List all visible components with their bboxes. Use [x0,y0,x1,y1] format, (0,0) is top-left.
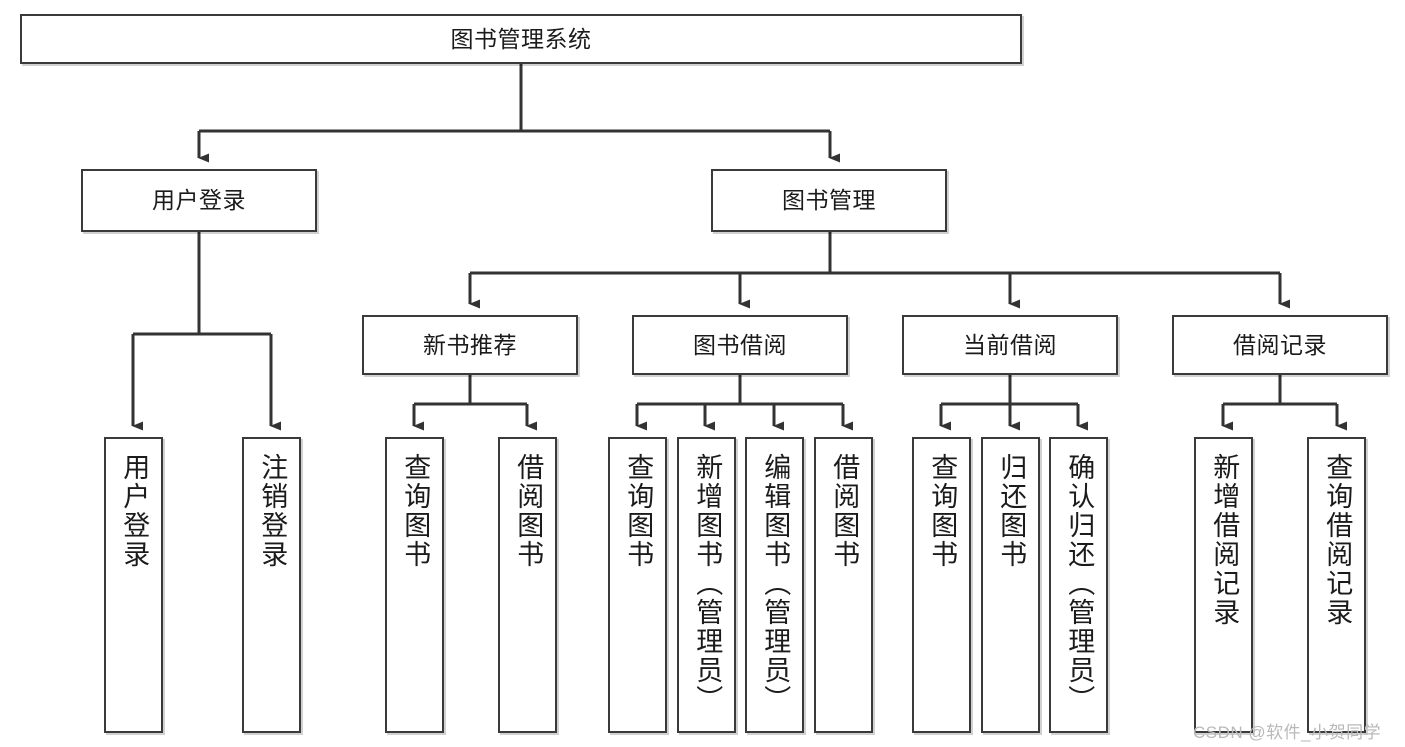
leaf-user-login-logout-label: 注销登录 [257,453,288,569]
csdn-watermark: CSDN @软件_小贺同学 [1193,723,1382,742]
leaf-book-borrow-borrow-label: 借阅图书 [829,453,860,569]
node-book-management[interactable]: 图书管理 [711,169,947,232]
node-root-label: 图书管理系统 [450,25,592,52]
leaf-book-borrow-edit-label: 编辑图书（管理员） [760,453,791,714]
leaf-book-borrow-query-label: 查询图书 [623,453,654,569]
leaf-new-book-query[interactable]: 查询图书 [385,437,444,733]
leaf-book-borrow-add[interactable]: 新增图书（管理员） [677,437,736,733]
leaf-current-borrow-return-label: 归还图书 [996,453,1027,569]
node-user-login-label: 用户登录 [152,187,246,214]
leaf-book-borrow-edit[interactable]: 编辑图书（管理员） [745,437,804,733]
leaf-new-book-borrow[interactable]: 借阅图书 [498,437,557,733]
node-current-borrow[interactable]: 当前借阅 [902,315,1118,375]
leaf-new-book-borrow-label: 借阅图书 [513,453,544,569]
leaf-user-login-login[interactable]: 用户登录 [104,437,163,733]
leaf-current-borrow-confirm-label: 确认归还（管理员） [1064,453,1095,714]
node-borrow-record-label: 借阅记录 [1233,331,1327,358]
leaf-borrow-record-add-label: 新增借阅记录 [1209,453,1240,627]
leaf-borrow-record-query-label: 查询借阅记录 [1322,453,1353,627]
leaf-current-borrow-query[interactable]: 查询图书 [912,437,971,733]
leaf-borrow-record-add[interactable]: 新增借阅记录 [1194,437,1253,733]
node-user-login[interactable]: 用户登录 [81,169,317,232]
leaf-current-borrow-return[interactable]: 归还图书 [981,437,1040,733]
node-new-book-recommend-label: 新书推荐 [423,331,517,358]
leaf-new-book-query-label: 查询图书 [400,453,431,569]
leaf-user-login-logout[interactable]: 注销登录 [242,437,301,733]
leaf-current-borrow-query-label: 查询图书 [927,453,958,569]
leaf-user-login-login-label: 用户登录 [119,453,150,569]
node-book-borrow-label: 图书借阅 [693,331,787,358]
node-new-book-recommend[interactable]: 新书推荐 [362,315,578,375]
leaf-borrow-record-query[interactable]: 查询借阅记录 [1307,437,1366,733]
leaf-book-borrow-borrow[interactable]: 借阅图书 [814,437,873,733]
node-borrow-record[interactable]: 借阅记录 [1172,315,1388,375]
node-root[interactable]: 图书管理系统 [20,14,1022,64]
leaf-book-borrow-add-label: 新增图书（管理员） [692,453,723,714]
node-book-management-label: 图书管理 [782,187,876,214]
node-current-borrow-label: 当前借阅 [963,331,1057,358]
node-book-borrow[interactable]: 图书借阅 [632,315,848,375]
leaf-book-borrow-query[interactable]: 查询图书 [608,437,667,733]
leaf-current-borrow-confirm[interactable]: 确认归还（管理员） [1049,437,1108,733]
